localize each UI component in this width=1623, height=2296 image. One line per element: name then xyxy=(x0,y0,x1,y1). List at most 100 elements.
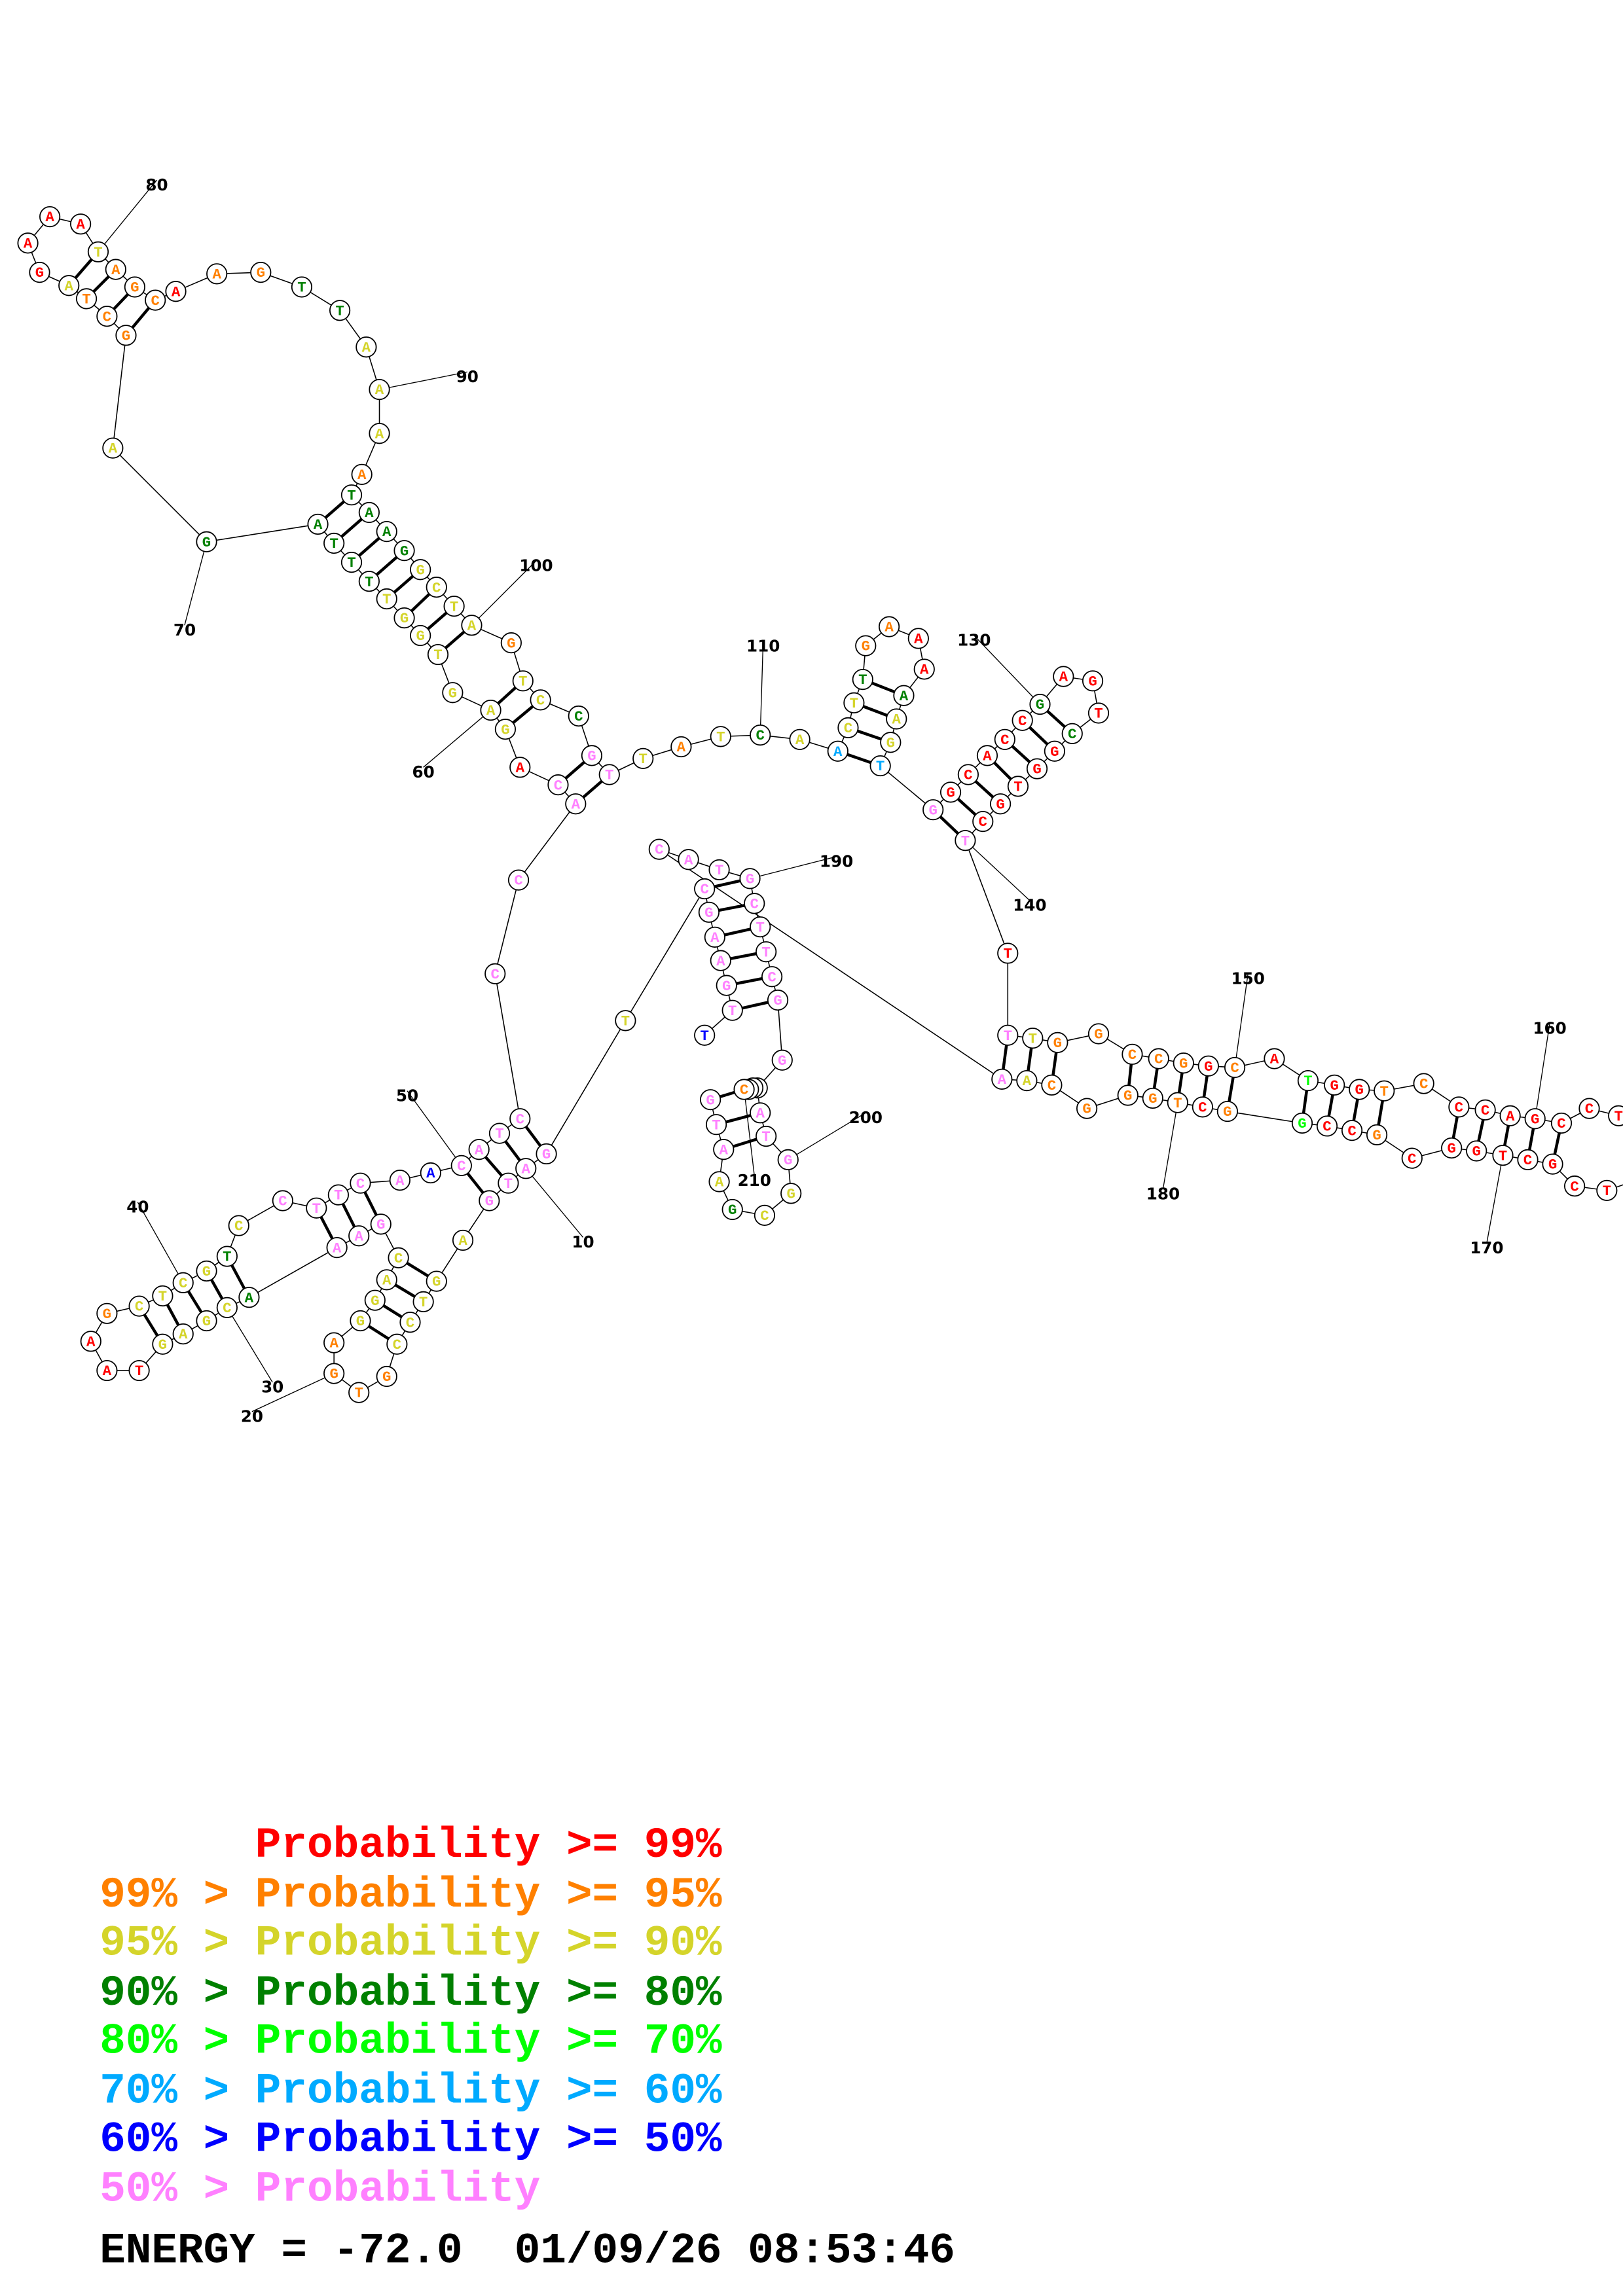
nucleotide: A xyxy=(704,926,725,948)
nucleotide-circle xyxy=(358,501,380,524)
nucleotide: T xyxy=(291,276,313,298)
nucleotide: C xyxy=(388,1247,409,1268)
nucleotide-base: T xyxy=(1304,1073,1312,1090)
nucleotide: C xyxy=(1578,1098,1600,1119)
nucleotide-circle xyxy=(340,484,363,506)
nucleotide-circle xyxy=(124,276,146,298)
nucleotide-base: T xyxy=(354,1385,363,1402)
nucleotide-circle xyxy=(750,724,771,746)
nucleotide: T xyxy=(340,551,363,573)
nucleotide: T xyxy=(694,1024,716,1046)
nucleotide-base: A xyxy=(24,236,33,253)
nucleotide-base: A xyxy=(795,732,805,749)
nucleotide-circle xyxy=(452,1229,474,1251)
nucleotide-circle xyxy=(1053,666,1074,687)
nucleotide-base: G xyxy=(356,1313,365,1330)
nucleotide: C xyxy=(1474,1099,1496,1121)
nucleotide: G xyxy=(1029,694,1051,715)
nucleotide-base: C xyxy=(278,1193,287,1210)
nucleotide: T xyxy=(75,288,98,310)
nucleotide-base: A xyxy=(314,516,323,533)
nucleotide-base: C xyxy=(1481,1102,1489,1119)
nucleotide-base: G xyxy=(773,992,782,1009)
nucleotide: C xyxy=(399,1312,421,1333)
nucleotide: G xyxy=(29,262,50,283)
nucleotide-base: C xyxy=(394,1250,403,1267)
nucleotide-circle xyxy=(1413,1073,1434,1094)
nucleotide: G xyxy=(716,975,737,996)
nucleotide-base: A xyxy=(892,711,902,728)
nucleotide-circle xyxy=(721,999,743,1021)
nucleotide-circle xyxy=(250,262,272,283)
nucleotide: T xyxy=(756,941,777,963)
nucleotide-base: A xyxy=(715,1174,724,1191)
nucleotide-circle xyxy=(17,232,39,254)
position-label: 150 xyxy=(1231,969,1265,988)
nucleotide: T xyxy=(128,1359,150,1382)
nucleotide-base: A xyxy=(710,929,720,946)
nucleotide-circle xyxy=(1167,1092,1188,1113)
position-tick xyxy=(184,541,208,626)
nucleotide: C xyxy=(744,893,765,914)
nucleotide-base: G xyxy=(1472,1143,1480,1160)
nucleotide-circle xyxy=(480,699,501,721)
nucleotide-base: C xyxy=(574,708,583,725)
nucleotide: T xyxy=(615,1010,636,1031)
nucleotide: C xyxy=(994,728,1015,750)
nucleotide-base: T xyxy=(716,728,725,745)
nucleotide: C xyxy=(1122,1043,1143,1065)
nucleotide: A xyxy=(886,708,907,730)
nucleotide-base: T xyxy=(223,1249,231,1266)
probability-legend: Probability >= 99% 99% > Probability >= … xyxy=(100,1821,722,2214)
nucleotide-base: G xyxy=(202,1313,211,1330)
nucleotide-base: T xyxy=(1614,1108,1623,1125)
nucleotide-circle xyxy=(756,941,777,963)
position-tick xyxy=(743,1089,755,1176)
nucleotide: G xyxy=(700,1089,721,1111)
nucleotide-circle xyxy=(369,423,390,444)
nucleotide-base: G xyxy=(778,1052,786,1069)
nucleotide-circle xyxy=(750,916,771,938)
nucleotide-base: C xyxy=(406,1314,414,1331)
position-label: 180 xyxy=(1146,1184,1180,1203)
nucleotide-circle xyxy=(329,300,351,321)
nucleotide: G xyxy=(410,624,431,647)
nucleotide: C xyxy=(1316,1115,1338,1137)
nucleotide-circle xyxy=(500,632,522,654)
nucleotide-circle xyxy=(1173,1052,1194,1074)
nucleotide-circle xyxy=(705,1114,727,1136)
nucleotide-base: T xyxy=(365,573,373,590)
nucleotide-base: C xyxy=(457,1158,465,1175)
backbone-link xyxy=(545,1020,627,1155)
nucleotide-base: G xyxy=(1032,761,1041,778)
nucleotide: A xyxy=(461,615,483,636)
nucleotide-circle xyxy=(443,596,465,617)
nucleotide: A xyxy=(991,1068,1013,1090)
position-label: 140 xyxy=(1013,896,1046,915)
nucleotide-circle xyxy=(780,1183,802,1204)
nucleotide-circle xyxy=(509,1108,531,1130)
nucleotide-circle xyxy=(145,289,166,311)
position-label: 130 xyxy=(957,631,991,650)
nucleotide-circle xyxy=(376,588,397,610)
legend-row: 99% > Probability >= 95% xyxy=(100,1871,722,1920)
nucleotide: T xyxy=(708,859,730,881)
nucleotide-base: T xyxy=(1004,1028,1012,1045)
nucleotide: A xyxy=(238,1287,260,1308)
nucleotide-circle xyxy=(972,810,994,833)
nucleotide-circle xyxy=(29,262,50,283)
nucleotide: G xyxy=(739,868,761,889)
nucleotide-base: G xyxy=(1094,1026,1103,1043)
nucleotide-base: T xyxy=(715,862,723,879)
nucleotide: G xyxy=(196,1310,217,1332)
nucleotide: C xyxy=(1061,723,1083,744)
nucleotide-base: T xyxy=(519,673,527,690)
nucleotide-base: G xyxy=(542,1146,551,1163)
nucleotide-base: T xyxy=(495,1126,503,1143)
nucleotide-circle xyxy=(1044,740,1065,762)
nucleotide: A xyxy=(976,745,998,766)
nucleotide-circle xyxy=(694,878,716,900)
nucleotide: A xyxy=(17,232,39,254)
